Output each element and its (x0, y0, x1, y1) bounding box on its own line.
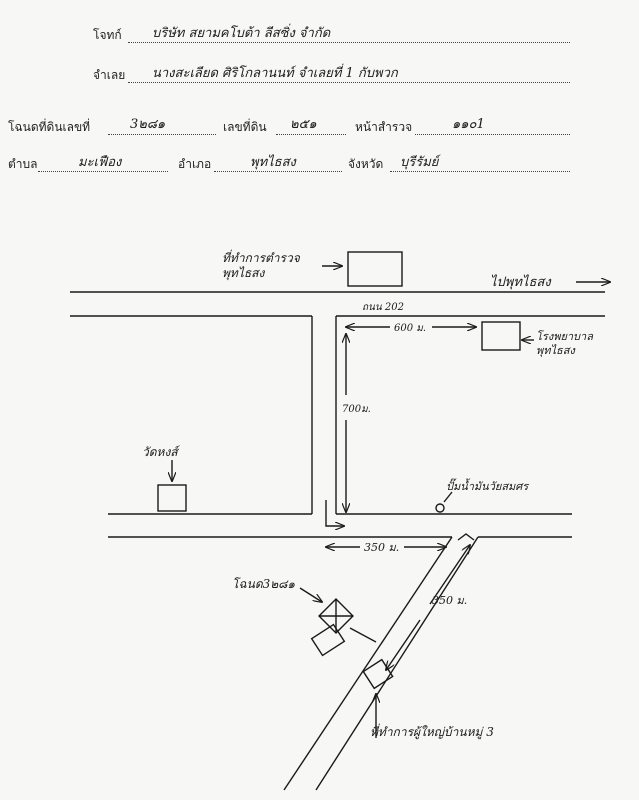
deed-plot-lot (310, 623, 346, 657)
subdistrict-dotted-line (38, 171, 168, 172)
temple-box (157, 484, 187, 512)
hospital-label-line2: พุทไธสง (536, 344, 576, 357)
land-number-value: ๒๕๑ (290, 117, 317, 132)
diagonal-road-right-edge (315, 536, 479, 791)
turn-arrow-junction (325, 500, 344, 526)
land-number-label: เลขที่ดิน (223, 120, 267, 134)
dist-350-b-arrow-down (386, 619, 421, 670)
police-station-box (347, 251, 403, 287)
hospital-label-line1: โรงพยาบาล (536, 330, 594, 343)
to-phutthaisong-label: ไปพุทไธสง (490, 274, 552, 290)
province-value: บุรีรัมย์ (400, 155, 439, 170)
dist-600-label: 600 ม. (394, 323, 426, 334)
subdistrict-value: มะเฟือง (78, 155, 122, 170)
deed-arrow (299, 587, 322, 602)
gas-station-pointer (443, 491, 453, 503)
plaintiff-value: บริษัท สยามคโบต้า ลีสซิ่ง จำกัด (152, 26, 331, 41)
road-202-label: ถนน 202 (362, 302, 404, 313)
dist-700-label: 700ม. (342, 404, 371, 415)
defendant-label: จำเลย (93, 68, 126, 82)
survey-page-label: หน้าสำรวจ (355, 120, 413, 134)
province-label: จังหวัด (348, 157, 384, 171)
turn-arrow-diagonal (457, 533, 475, 541)
province-dotted-line (390, 171, 570, 172)
gas-station-marker (435, 503, 445, 513)
plaintiff-label: โจทก์ (93, 28, 122, 42)
village-head-office-label: ที่ทำการผู้ใหญ่บ้านหมู่ 3 (370, 723, 494, 740)
deed-number-label: โฉนดที่ดินเลขที่ (8, 120, 91, 134)
dist-350-b-arrow-up (429, 545, 470, 605)
gas-station-label: ปั๊มน้ำมันวัยสมศร (446, 478, 530, 493)
district-value: พุทไธสง (250, 155, 296, 170)
subdistrict-label: ตำบล (8, 157, 38, 171)
hospital-box (481, 321, 521, 351)
survey-page-dotted-line (415, 134, 570, 135)
diagonal-road-left-edge (283, 536, 453, 791)
district-dotted-line (214, 171, 342, 172)
temple-label: วัดหงส์ (142, 445, 181, 459)
village-head-office-box (362, 658, 394, 690)
dist-350-b-label: 350 ม. (432, 594, 467, 607)
land-number-dotted-line (276, 134, 346, 135)
plaintiff-dotted-line (128, 42, 570, 43)
district-label: อำเภอ (178, 157, 212, 171)
survey-page-value: ๑๑๐1 (452, 117, 485, 132)
defendant-value: นางสะเลียด ศิริโกลานนท์ จำเลยที่ 1 กับพว… (152, 66, 398, 81)
deed-number-dotted-line (108, 134, 216, 135)
police-station-label-line1: ที่ทำการตำรวจ (222, 249, 301, 265)
hospital-label: โรงพยาบาล พุทไธสง (536, 330, 596, 357)
police-station-label: ที่ทำการตำรวจ พุทไธสง (222, 249, 304, 281)
dist-350-a-label: 350 ม. (364, 541, 399, 554)
deed-marker-label: โฉนด3๒๘๑ (232, 577, 295, 591)
defendant-dotted-line (128, 82, 570, 83)
police-station-label-line2: พุทไธสง (222, 266, 266, 281)
deed-plot-connector (349, 627, 377, 643)
deed-number-value: 3๒๘๑ (130, 117, 166, 132)
